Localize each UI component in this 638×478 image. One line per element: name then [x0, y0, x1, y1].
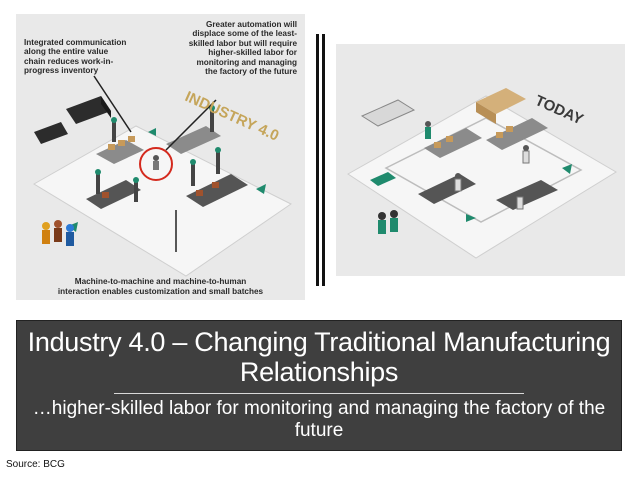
- highlighted-worker-icon: [139, 147, 173, 181]
- workers-icon: [378, 121, 530, 234]
- today-factory-graphic: TODAY: [347, 88, 617, 259]
- industry-4-illustration: INDUSTRY 4.0 Integrated communication al…: [16, 14, 305, 300]
- truck-icon: [360, 99, 416, 127]
- note-integrated-communication: Integrated communication along the entir…: [24, 38, 127, 76]
- today-label: TODAY: [532, 92, 585, 128]
- panel-divider-right: [322, 34, 325, 286]
- note-greater-automation: Greater automation will displace some of…: [188, 20, 297, 77]
- slide-subtitle: …higher-skilled labor for monitoring and…: [32, 398, 606, 441]
- slide-title: Industry 4.0 – Changing Traditional Manu…: [27, 327, 611, 387]
- title-underline: [114, 393, 524, 394]
- slide-title-box: Industry 4.0 – Changing Traditional Manu…: [16, 320, 622, 451]
- truck-icon: [34, 122, 68, 144]
- truck-icon: [66, 96, 111, 124]
- source-credit: Source: BCG: [6, 459, 65, 470]
- today-illustration: TODAY: [336, 44, 625, 276]
- note-machine-interaction: Machine-to-machine and machine-to-human …: [57, 277, 264, 296]
- workers-icon: [42, 220, 74, 246]
- truck-icon: [370, 172, 396, 186]
- panel-divider-left: [316, 34, 319, 286]
- industry-4-factory-graphic: INDUSTRY 4.0: [33, 75, 292, 277]
- pallet-stack-icon: [476, 88, 526, 124]
